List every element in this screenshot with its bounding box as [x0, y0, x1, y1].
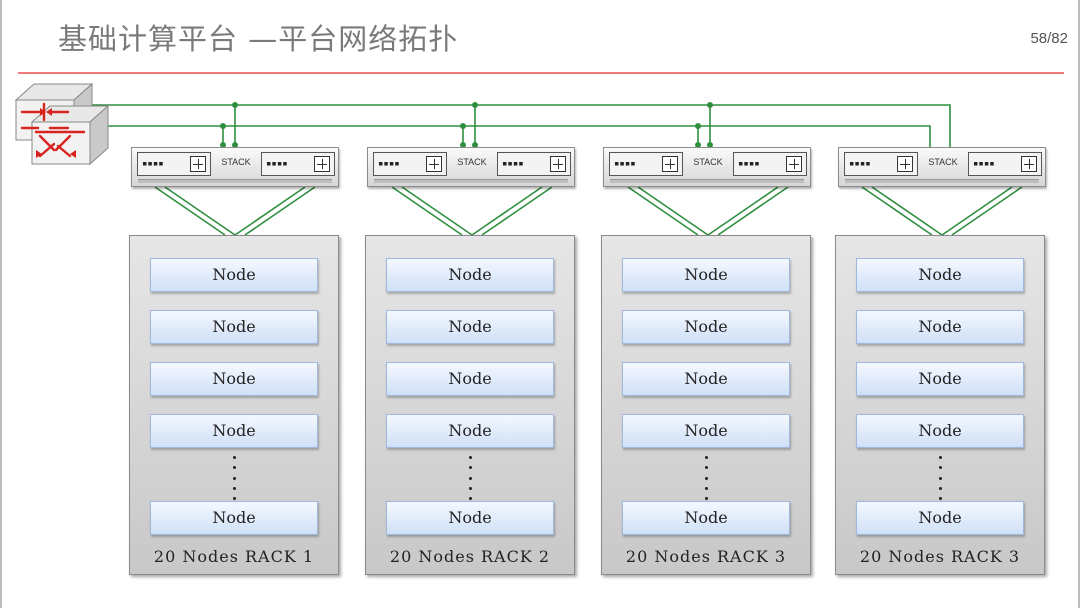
node-box: Node [856, 310, 1024, 344]
more-nodes-ellipsis [150, 456, 318, 500]
more-nodes-ellipsis [622, 456, 790, 500]
tor-switch-stack: ▪▪▪▪ STACK ▪▪▪▪ [838, 147, 1046, 187]
slide-frame-left [0, 0, 2, 608]
node-box: Node [622, 310, 790, 344]
switch-module-icon [314, 156, 330, 172]
switch-module-icon [897, 156, 913, 172]
switch-unit: ▪▪▪▪ [733, 152, 807, 176]
node-box: Node [150, 414, 318, 448]
switch-module-icon [1021, 156, 1037, 172]
rack-1: Node Node Node Node Node 20 Nodes RACK 1 [129, 235, 339, 575]
switch-module-icon [550, 156, 566, 172]
switch-base [374, 179, 568, 183]
switch-ports: ▪▪▪▪ [502, 159, 524, 169]
rack-label: 20 Nodes RACK 1 [153, 547, 315, 566]
page-number: 58/82 [1030, 30, 1068, 47]
tor-switch-stack: ▪▪▪▪ STACK ▪▪▪▪ [367, 147, 575, 187]
node-box: Node [150, 258, 318, 292]
switch-ports: ▪▪▪▪ [738, 159, 760, 169]
stack-label: STACK [693, 157, 723, 167]
switch-module-icon [662, 156, 678, 172]
switch-base [845, 179, 1039, 183]
switch-base [138, 179, 332, 183]
node-box: Node [856, 501, 1024, 535]
switch-module-icon [426, 156, 442, 172]
rack-3: Node Node Node Node Node 20 Nodes RACK 3 [601, 235, 811, 575]
switch-unit: ▪▪▪▪ [261, 152, 335, 176]
more-nodes-ellipsis [856, 456, 1024, 500]
node-box: Node [386, 362, 554, 396]
switch-ports: ▪▪▪▪ [614, 159, 636, 169]
stack-label: STACK [457, 157, 487, 167]
node-box: Node [622, 362, 790, 396]
rack-label: 20 Nodes RACK 2 [389, 547, 551, 566]
tor-switch-stack: ▪▪▪▪ STACK ▪▪▪▪ [131, 147, 339, 187]
node-box: Node [622, 258, 790, 292]
node-box: Node [150, 501, 318, 535]
switch-base [610, 179, 804, 183]
tor-switch-stack: ▪▪▪▪ STACK ▪▪▪▪ [603, 147, 811, 187]
rack-label: 20 Nodes RACK 3 [859, 547, 1021, 566]
node-box: Node [856, 362, 1024, 396]
node-box: Node [150, 362, 318, 396]
core-router-icon [14, 82, 110, 166]
slide-title: 基础计算平台 —平台网络拓扑 [58, 22, 459, 56]
node-box: Node [386, 310, 554, 344]
rack-4: Node Node Node Node Node 20 Nodes RACK 3 [835, 235, 1045, 575]
switch-unit: ▪▪▪▪ [968, 152, 1042, 176]
node-box: Node [386, 414, 554, 448]
switch-module-icon [786, 156, 802, 172]
switch-unit: ▪▪▪▪ [844, 152, 918, 176]
more-nodes-ellipsis [386, 456, 554, 500]
switch-ports: ▪▪▪▪ [266, 159, 288, 169]
node-box: Node [856, 258, 1024, 292]
stack-label: STACK [221, 157, 251, 167]
rack-2: Node Node Node Node Node 20 Nodes RACK 2 [365, 235, 575, 575]
switch-unit: ▪▪▪▪ [497, 152, 571, 176]
rack-label: 20 Nodes RACK 3 [625, 547, 787, 566]
node-box: Node [386, 501, 554, 535]
stack-label: STACK [928, 157, 958, 167]
node-box: Node [622, 501, 790, 535]
switch-unit: ▪▪▪▪ [609, 152, 683, 176]
switch-unit: ▪▪▪▪ [373, 152, 447, 176]
switch-ports: ▪▪▪▪ [378, 159, 400, 169]
switch-module-icon [190, 156, 206, 172]
title-divider [18, 72, 1064, 74]
node-box: Node [150, 310, 318, 344]
switch-ports: ▪▪▪▪ [849, 159, 871, 169]
slide-frame-right [1078, 0, 1080, 608]
node-box: Node [386, 258, 554, 292]
switch-unit: ▪▪▪▪ [137, 152, 211, 176]
node-box: Node [622, 414, 790, 448]
node-box: Node [856, 414, 1024, 448]
switch-ports: ▪▪▪▪ [142, 159, 164, 169]
switch-ports: ▪▪▪▪ [973, 159, 995, 169]
